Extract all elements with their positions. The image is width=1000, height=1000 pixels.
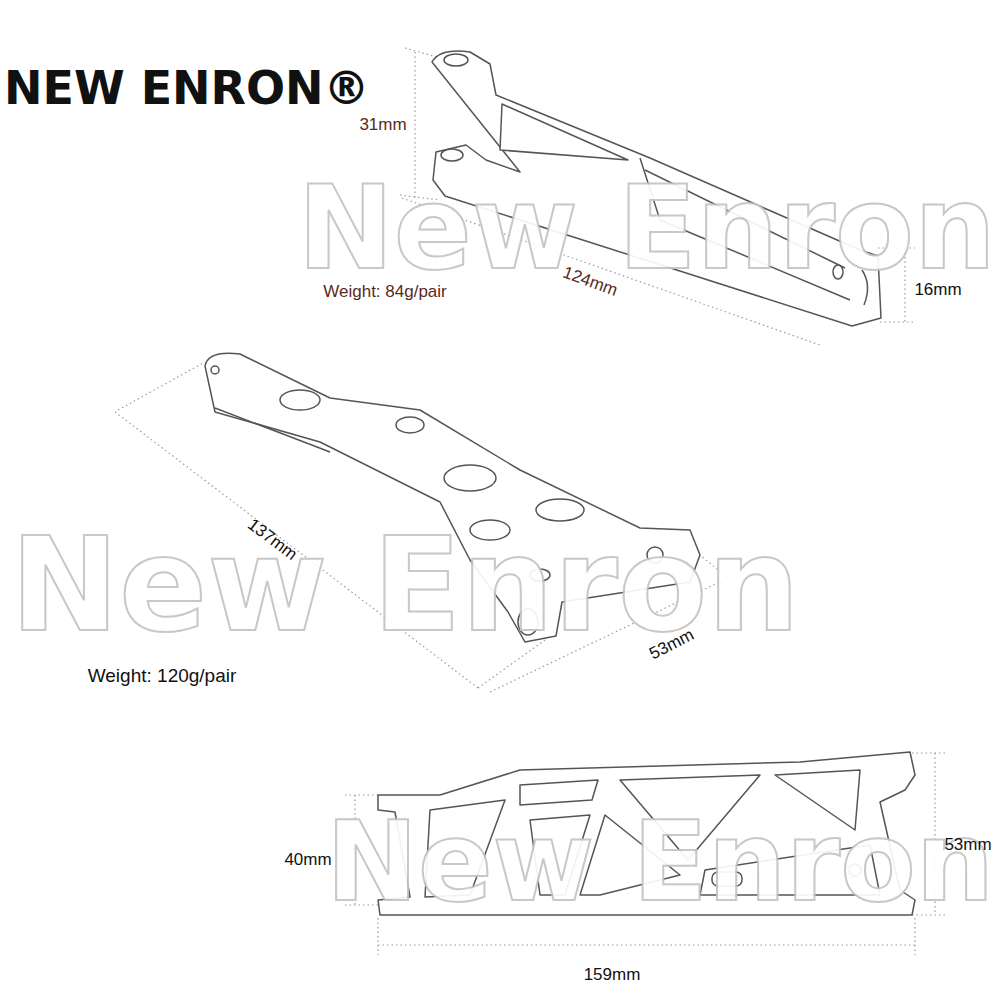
dimension-label: 53mm [944,836,991,855]
dimension-label: 16mm [914,281,961,300]
brand-logo: NEW ENRON® [4,63,370,114]
dimension-label: 31mm [359,116,406,135]
watermark: New Enron [297,165,996,292]
dimension-label: 40mm [284,851,331,870]
dimension-label: 159mm [584,966,641,985]
watermark: New Enron [326,802,994,923]
weight-note: Weight: 84g/pair [323,283,446,302]
weight-note: Weight: 120g/pair [88,666,237,687]
